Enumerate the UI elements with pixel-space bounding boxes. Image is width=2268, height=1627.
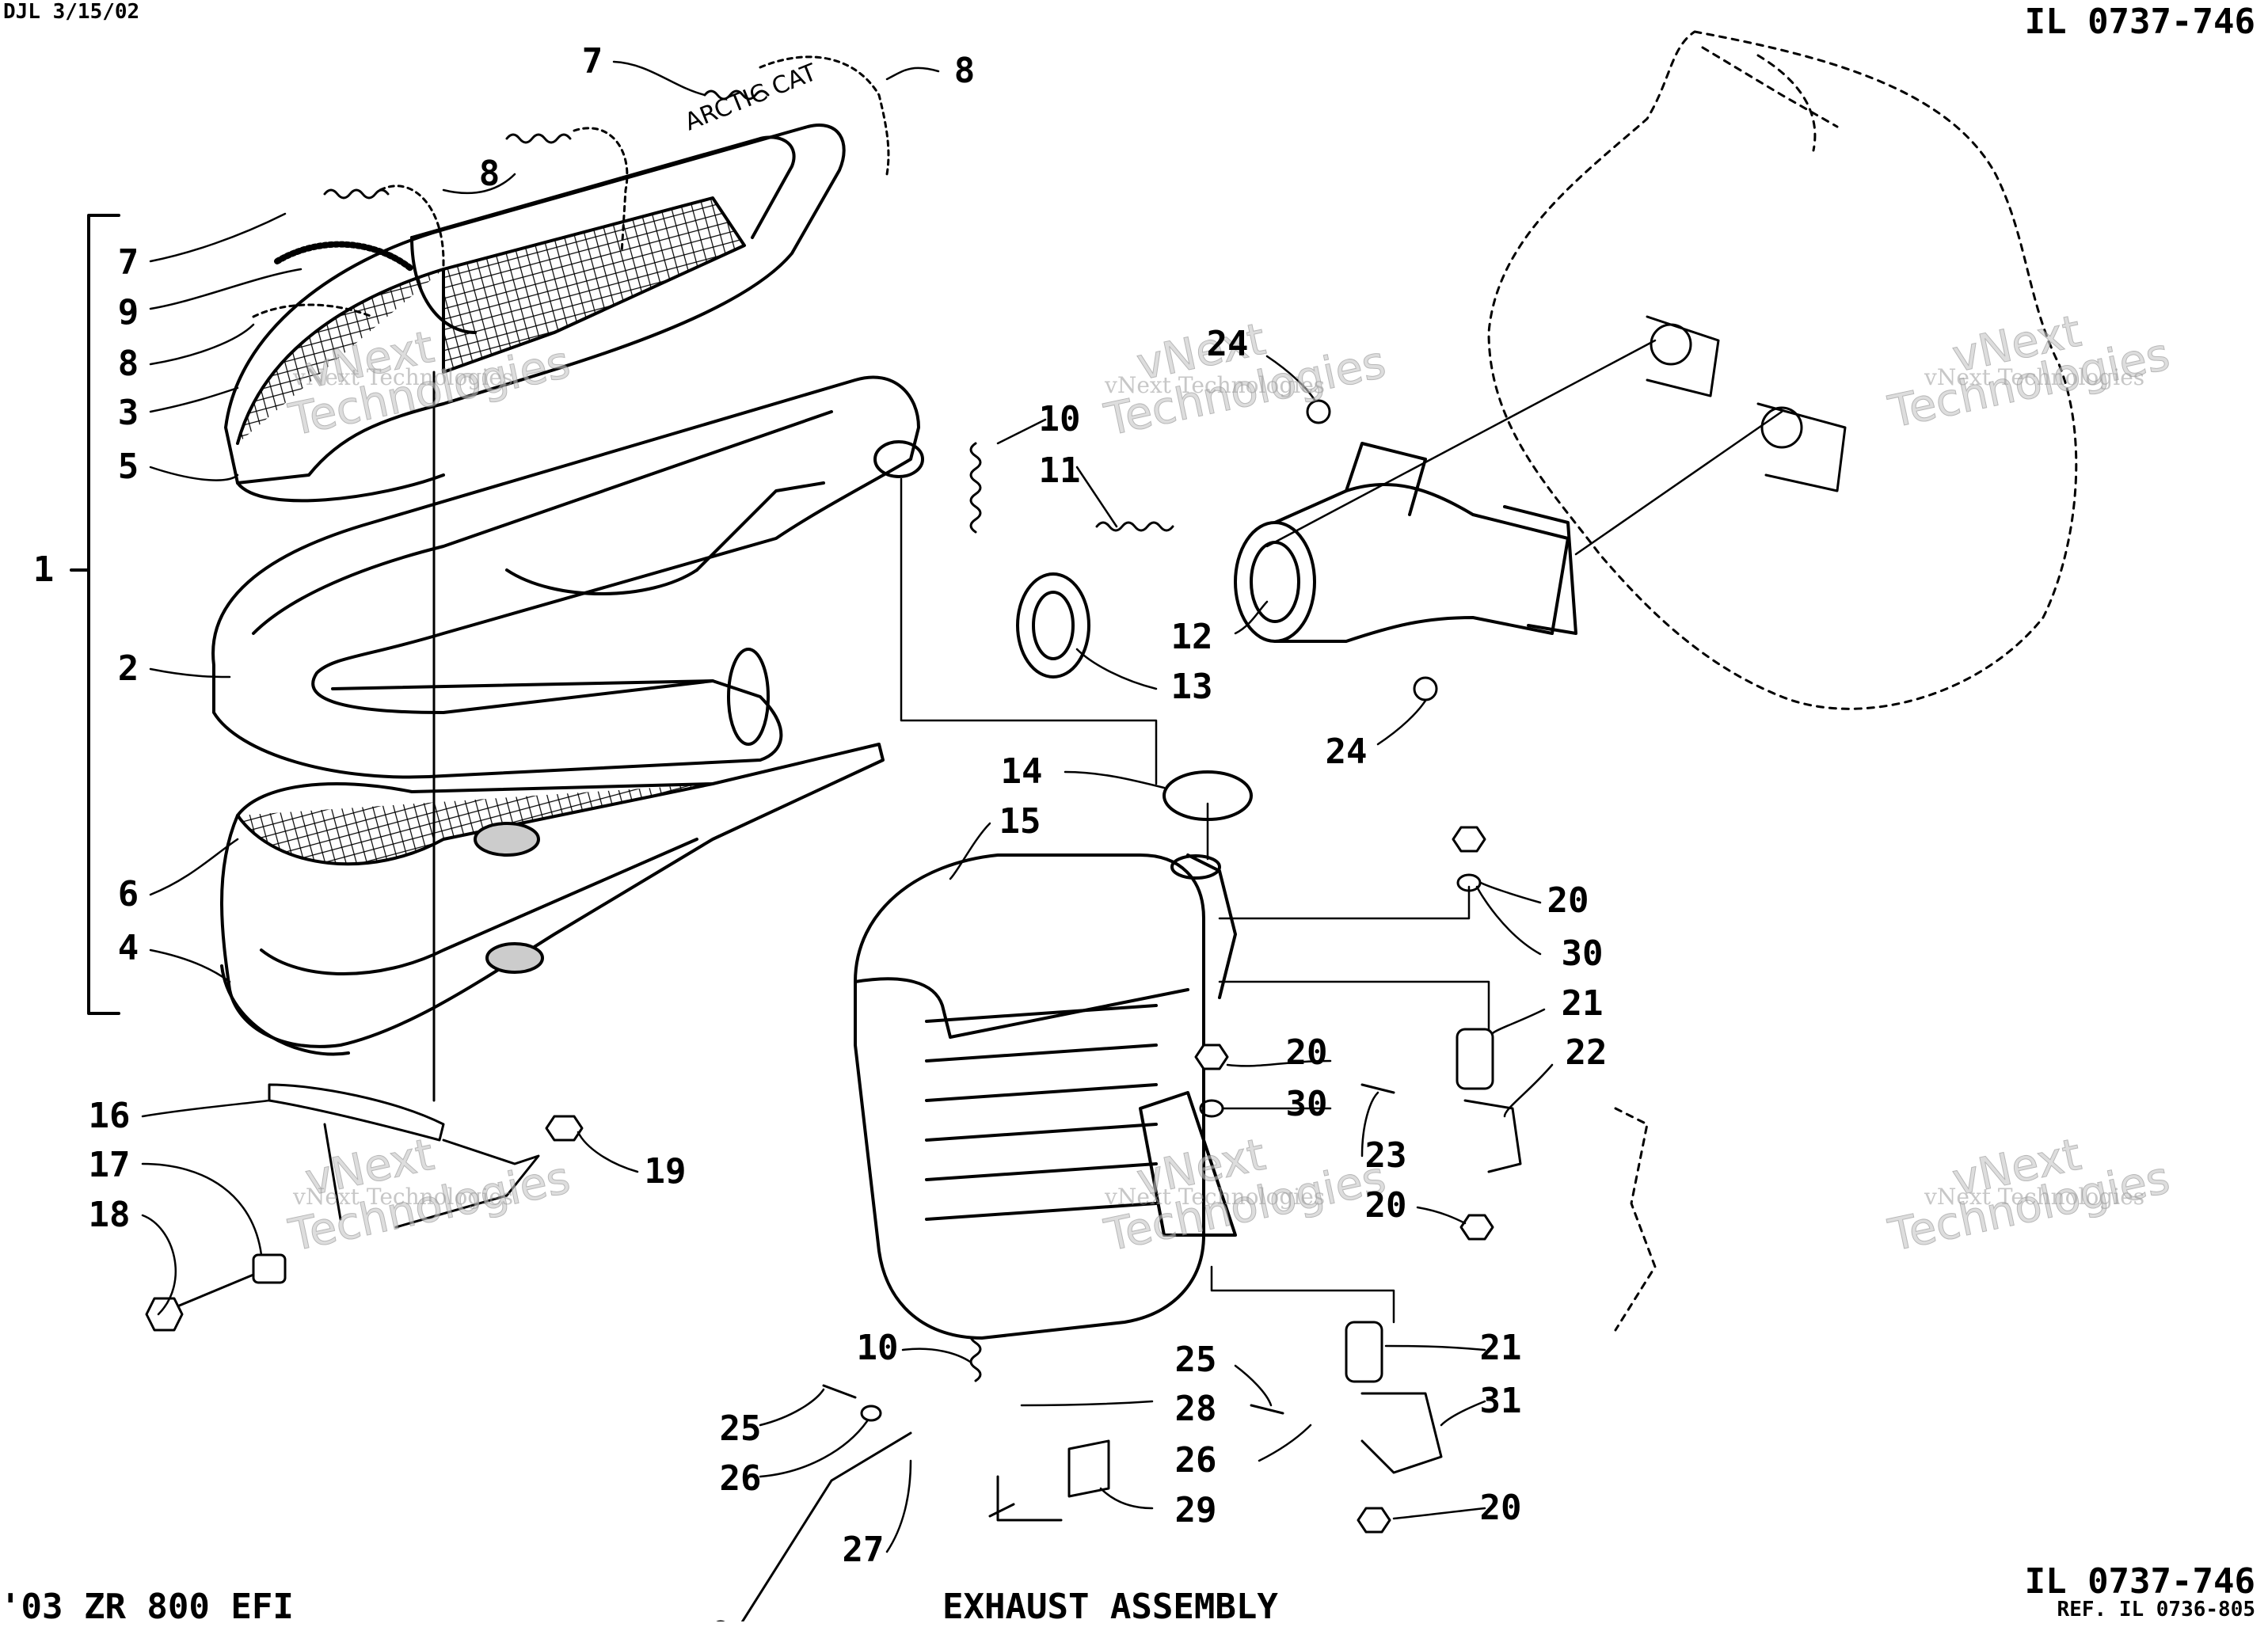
callout-23: 23 <box>1364 1135 1407 1176</box>
callout-11: 11 <box>1038 450 1081 491</box>
illustration-id-top: IL 0737-746 <box>2024 2 2255 42</box>
callout-26: 26 <box>1174 1440 1217 1481</box>
callout-8: 8 <box>478 154 500 194</box>
callout-30: 30 <box>1285 1084 1328 1124</box>
callout-20: 20 <box>1364 1185 1407 1226</box>
callout-10: 10 <box>856 1328 899 1368</box>
callout-7: 7 <box>117 242 139 283</box>
callout-4: 4 <box>117 928 139 968</box>
watermark: vNext Technologies <box>1924 364 2145 390</box>
watermark: vNext Technologies <box>1105 1184 1326 1210</box>
callout-8: 8 <box>117 344 139 384</box>
callout-22: 22 <box>1565 1032 1608 1073</box>
lower-heat-shield <box>220 743 885 1056</box>
callout-2: 2 <box>117 648 139 689</box>
muffler <box>854 853 1237 1340</box>
callout-17: 17 <box>88 1145 131 1185</box>
watermark: vNext Technologies <box>293 364 514 390</box>
callout-25: 25 <box>719 1408 762 1449</box>
watermark: vNext Technologies <box>1105 372 1326 398</box>
callout-19: 19 <box>644 1151 687 1192</box>
callout-28: 28 <box>1174 1389 1217 1429</box>
reference-id: REF. IL 0736-805 <box>2057 1598 2255 1621</box>
callout-20: 20 <box>1547 880 1589 921</box>
callout-3: 3 <box>117 393 139 433</box>
lower-bracket <box>145 1083 584 1332</box>
callout-14: 14 <box>1000 751 1043 792</box>
callout-15: 15 <box>999 801 1041 842</box>
callout-24: 24 <box>1325 732 1368 772</box>
callout-13: 13 <box>1170 667 1213 707</box>
callout-16: 16 <box>88 1096 131 1136</box>
callout-1: 1 <box>32 549 55 590</box>
callout-8: 8 <box>953 51 976 91</box>
mounting-hardware <box>716 826 1522 1621</box>
exhaust-pipe <box>211 375 924 779</box>
drawing-code: DJL 3/15/02 <box>3 0 140 24</box>
leader-lines <box>141 60 1554 1553</box>
exhaust-manifold <box>1016 442 1577 679</box>
callout-21: 21 <box>1479 1328 1522 1368</box>
diagram-title: EXHAUST ASSEMBLY <box>942 1587 1278 1627</box>
watermark: vNext Technologies <box>293 1184 514 1210</box>
engine-outline <box>1487 30 2078 1332</box>
assembly-bracket <box>87 214 120 1015</box>
model-name: '03 ZR 800 EFI <box>0 1587 294 1627</box>
callout-21: 21 <box>1561 983 1604 1024</box>
callout-30: 30 <box>1561 933 1604 974</box>
callout-12: 12 <box>1170 617 1213 657</box>
callout-26: 26 <box>719 1458 762 1499</box>
illustration-id-bottom: IL 0737-746 <box>2024 1561 2255 1602</box>
callout-20: 20 <box>1479 1488 1522 1528</box>
watermark: vNext Technologies <box>1924 1184 2145 1210</box>
callout-25: 25 <box>1174 1340 1217 1380</box>
callout-5: 5 <box>117 447 139 487</box>
callout-24: 24 <box>1206 324 1249 364</box>
callout-10: 10 <box>1038 399 1081 439</box>
callout-7: 7 <box>581 41 603 82</box>
callout-6: 6 <box>117 874 139 914</box>
callout-29: 29 <box>1174 1490 1217 1530</box>
callout-18: 18 <box>88 1195 131 1235</box>
callout-31: 31 <box>1479 1381 1522 1421</box>
callout-20: 20 <box>1285 1032 1328 1073</box>
springs-and-chains-top <box>252 55 890 334</box>
callout-9: 9 <box>117 292 139 333</box>
callout-27: 27 <box>842 1530 885 1570</box>
engine-flange-clamps <box>1646 315 1847 492</box>
